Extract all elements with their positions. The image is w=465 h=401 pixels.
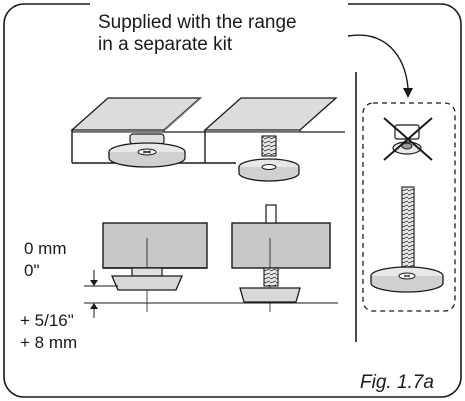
label-8-mm: + 8 mm [20, 333, 77, 352]
arrowhead [403, 88, 413, 98]
figure-label: Fig. 1.7a [360, 372, 434, 393]
side-view-glide [102, 222, 208, 312]
crossed-out-glide-icon [383, 117, 433, 161]
kit-box [362, 102, 456, 312]
label-0-in: 0" [24, 261, 40, 280]
kit-pointer-arrow [347, 34, 409, 89]
caption-line-2: in a separate kit [98, 34, 233, 55]
range-base-glide [70, 97, 205, 168]
caption-line-1: Supplied with the range [98, 12, 297, 33]
label-5-16-in: + 5/16" [20, 311, 74, 330]
side-view-threaded [231, 204, 331, 312]
range-base-threaded [203, 97, 345, 182]
threaded-leveling-foot [370, 186, 444, 293]
label-0-mm: 0 mm [24, 239, 67, 258]
